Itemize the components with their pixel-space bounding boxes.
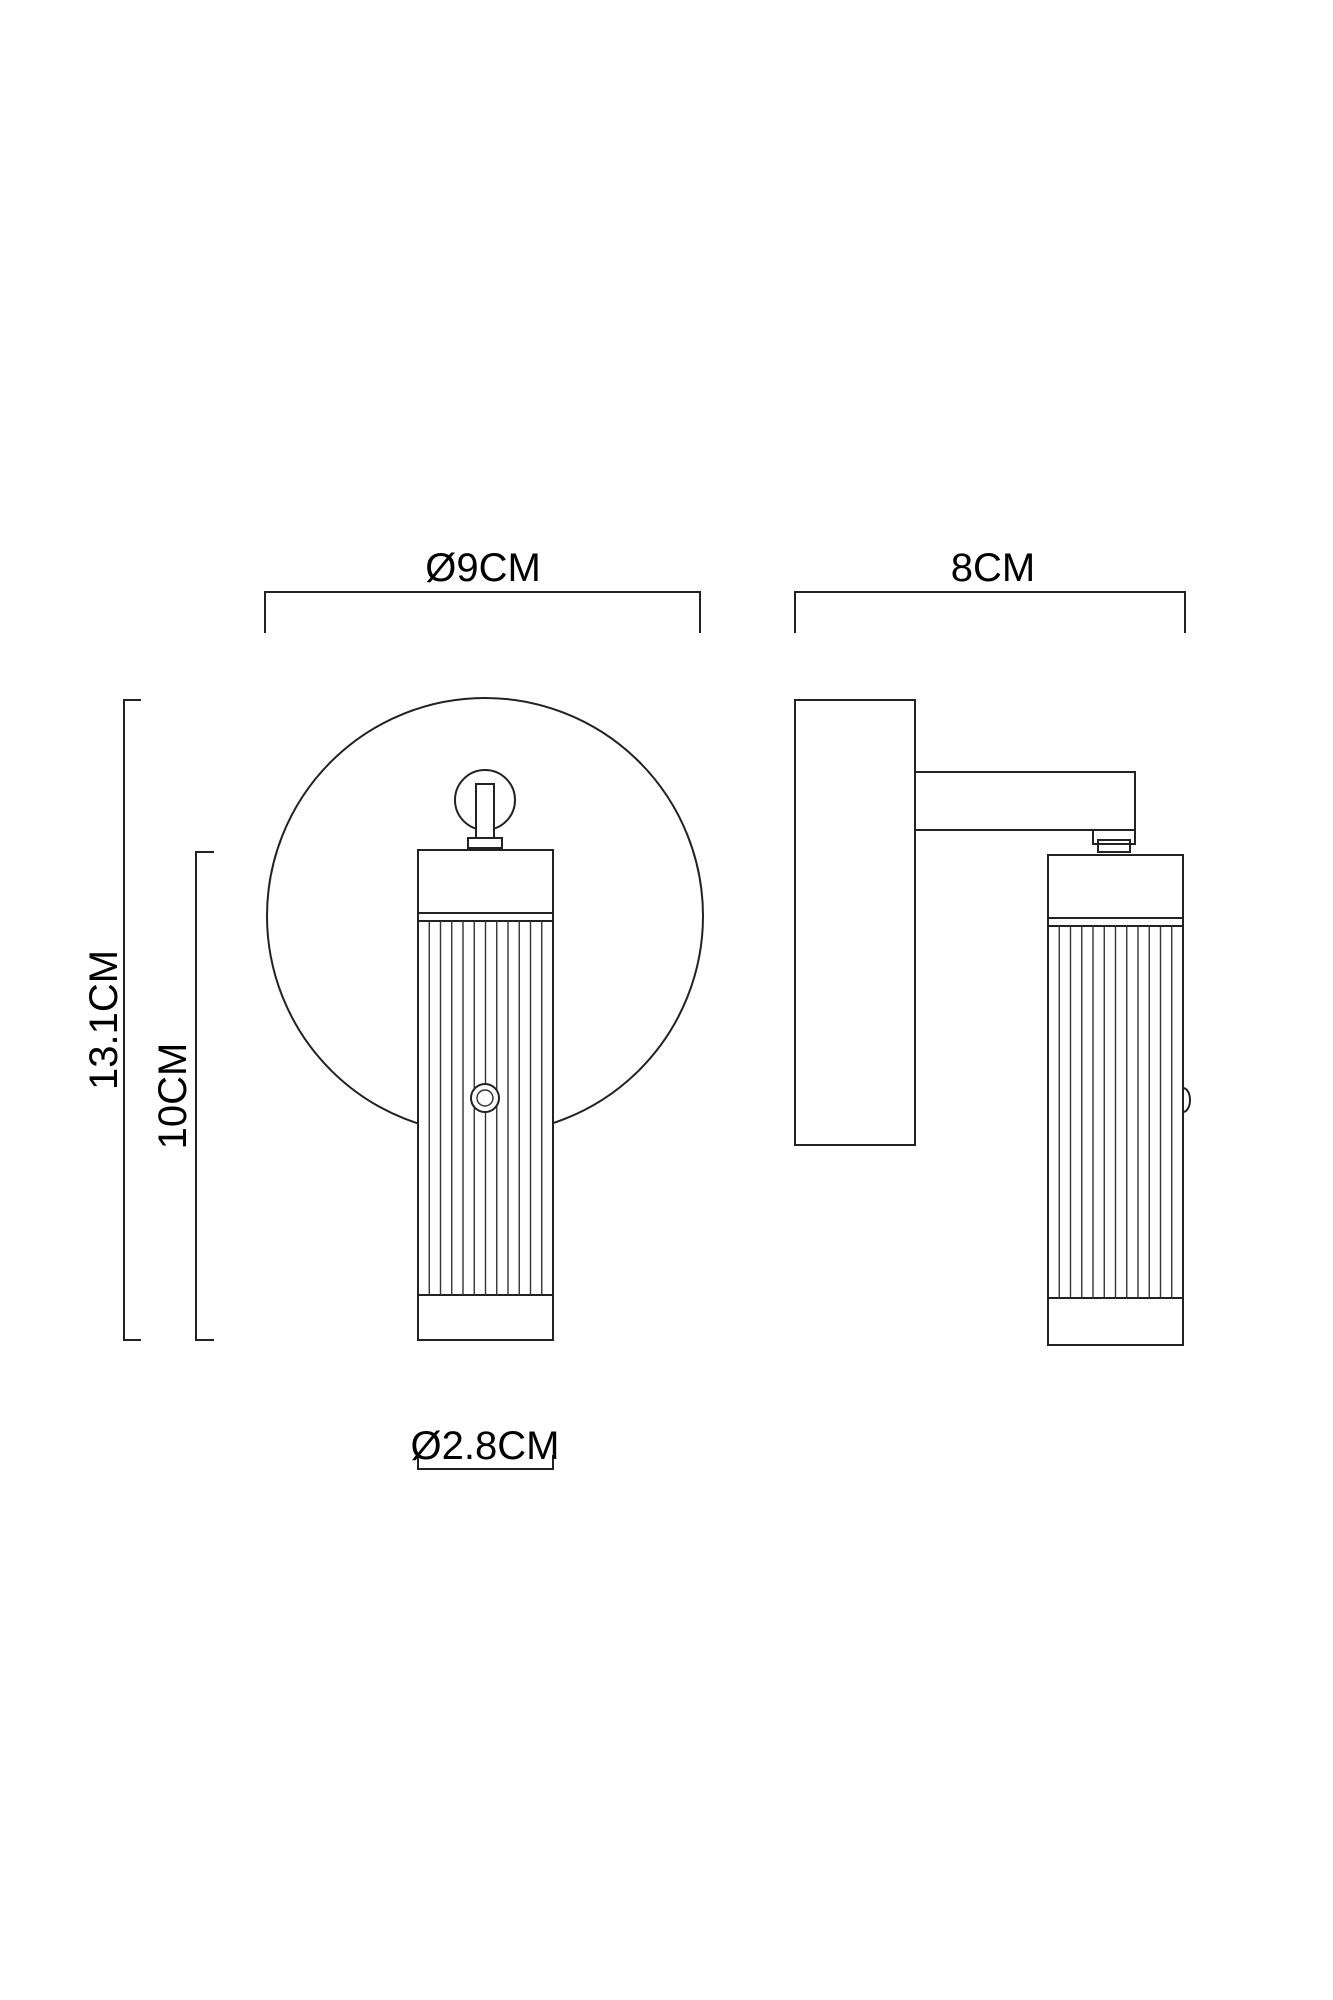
projection-dimension: 8CM (794, 546, 1186, 633)
front-shade (417, 849, 554, 1341)
side-shade (1047, 854, 1191, 1346)
projection-label: 8CM (951, 546, 1035, 590)
front-knuckle (454, 769, 516, 849)
side-arm (914, 771, 1136, 831)
backplate-diameter-dimension: Ø9CM (264, 546, 701, 633)
shade-diameter-label: Ø2.8CM (411, 1424, 560, 1468)
total-height-label: 13.1CM (82, 950, 126, 1090)
side-knuckle (1092, 829, 1136, 853)
front-view (266, 697, 704, 1341)
total-height-dimension: 13.1CM (82, 699, 141, 1341)
switch-button-side (1181, 1086, 1191, 1114)
side-backplate (794, 699, 916, 1146)
side-shade-ribs (1058, 926, 1173, 1298)
backplate-diameter-label: Ø9CM (425, 546, 541, 590)
shade-height-label: 10CM (151, 1043, 195, 1150)
switch-button-front (470, 1083, 500, 1113)
shade-diameter-dimension: Ø2.8CM (411, 1424, 560, 1470)
front-shade-ribs (428, 921, 543, 1295)
shade-height-dimension: 10CM (151, 851, 214, 1341)
switch-button-inner (476, 1089, 494, 1107)
side-view (794, 699, 1191, 1346)
